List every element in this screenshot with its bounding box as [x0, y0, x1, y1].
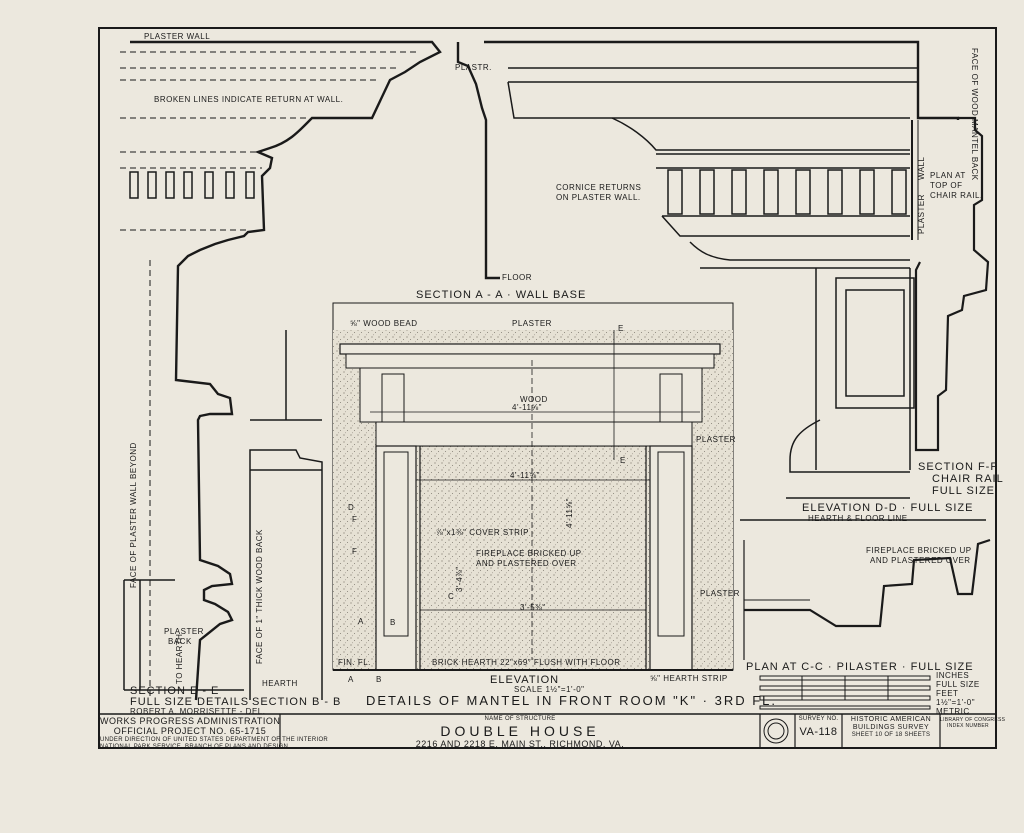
label-plaster-vert: PLASTER: [917, 194, 926, 234]
marker-f-1: F: [352, 515, 358, 524]
label-dim-4-11b: 4'-11⅝": [510, 471, 540, 480]
label-plaster-center: PLASTER: [512, 319, 552, 328]
elevation-d-d: [740, 277, 986, 521]
title-block-habs: HISTORIC AMERICAN BUILDINGS SURVEY SHEET…: [842, 716, 940, 739]
label-dim-4-11: 4'-11⅝": [512, 403, 542, 412]
marker-f-2: F: [352, 547, 358, 556]
wpa-line-2: OFFICIAL PROJECT NO. 65-1715: [113, 726, 267, 737]
marker-a-2: A: [348, 675, 354, 684]
dentils-left: [129, 171, 255, 199]
label-elevation-d: ELEVATION D-D · FULL SIZE: [802, 502, 974, 514]
label-brick-hearth: BRICK HEARTH 22"x69" FLUSH WITH FLOOR: [432, 658, 621, 667]
label-hearth-strip: ⅝" HEARTH STRIP: [650, 674, 728, 683]
label-broken-lines: BROKEN LINES INDICATE RETURN AT WALL.: [154, 95, 344, 104]
label-section-f-1: SECTION F-F: [918, 461, 999, 473]
label-section-b: SECTION B - B: [252, 696, 342, 708]
title-block-survey: SURVEY NO. VA-118: [795, 716, 842, 739]
wpa-line-3: UNDER DIRECTION OF UNITED STATES DEPARTM…: [100, 736, 329, 743]
plan-c-c: [743, 538, 991, 660]
label-face-plaster-wall: FACE OF PLASTER WALL BEYOND: [129, 442, 138, 588]
cornice-dashed-lines: [120, 51, 420, 700]
structure-name-label: NAME OF STRUCTURE: [484, 716, 556, 722]
label-inches: INCHES: [936, 671, 970, 680]
library-line-1: LIBRARY OF CONGRESS: [940, 717, 1006, 723]
label-section-a: SECTION A - A · WALL BASE: [416, 289, 587, 301]
section-e-e: [123, 579, 244, 691]
label-plaster-right: PLASTER: [696, 435, 736, 444]
label-floor: FLOOR: [502, 273, 533, 282]
label-fireplace-1: FIREPLACE BRICKED UP: [476, 549, 582, 558]
wpa-line-1: WORKS PROGRESS ADMINISTRATION: [100, 716, 281, 726]
label-dim-4-11v: 4'-11⅝": [565, 498, 574, 528]
label-elevation: ELEVATION: [490, 674, 560, 686]
label-full-size: FULL SIZE: [936, 680, 980, 689]
label-face-wood-mantel: FACE OF WOOD MANTEL BACK: [970, 48, 979, 181]
label-plan-c: PLAN AT C-C · PILASTER · FULL SIZE: [746, 661, 974, 673]
label-delineator: ROBERT A. MORRISETTE - DEL.: [130, 707, 266, 716]
habs-line-2: BUILDINGS SURVEY: [852, 724, 930, 732]
label-plaster-back-1: PLASTER: [164, 627, 204, 636]
title-block-structure: NAME OF STRUCTURE DOUBLE HOUSE 2216 AND …: [280, 716, 760, 749]
label-section-f-3: FULL SIZE: [932, 485, 995, 497]
label-to-hearth: TO HEARTH: [175, 633, 184, 684]
label-scale-1: 1½"=1'-0": [936, 698, 976, 707]
label-fireplace-2: AND PLASTERED OVER: [476, 559, 577, 568]
label-plaster-wall: PLASTER WALL: [144, 32, 211, 41]
wpa-line-4: NATIONAL PARK SERVICE, BRANCH OF PLANS A…: [100, 743, 289, 750]
label-fireplace-r2: AND PLASTERED OVER: [870, 556, 971, 565]
survey-number: VA-118: [799, 725, 838, 738]
section-b-b: [249, 330, 323, 700]
mantel-elevation: [332, 302, 734, 671]
scale-bars: [759, 675, 931, 710]
cornice-detail-right: [507, 67, 918, 470]
structure-address: 2216 AND 2218 E. MAIN ST., RICHMOND, VA.: [415, 738, 625, 749]
marker-d-1: D: [348, 503, 355, 512]
title-block-library: LIBRARY OF CONGRESS INDEX NUMBER: [940, 717, 1006, 730]
label-hearth: HEARTH: [262, 679, 298, 688]
label-plan-top-1: PLAN AT: [930, 171, 966, 180]
label-cornice-returns-1: CORNICE RETURNS: [556, 183, 642, 192]
label-plan-top-2: TOP OF: [930, 181, 963, 190]
label-cover-strip: ⅞"x1⅜" COVER STRIP: [436, 528, 529, 537]
label-metric: METRIC: [936, 707, 970, 716]
marker-b-2: B: [376, 675, 382, 684]
label-feet: FEET: [936, 689, 959, 698]
label-cornice-returns-2: ON PLASTER WALL.: [556, 193, 641, 202]
marker-a-1: A: [358, 617, 364, 626]
label-section-e: SECTION E - E: [130, 685, 220, 697]
label-fin-fl: FIN. FL.: [338, 658, 371, 667]
label-plan-top-3: CHAIR RAIL.: [930, 191, 983, 200]
structure-name: DOUBLE HOUSE: [440, 722, 600, 739]
dentils-right: [667, 169, 907, 215]
marker-b-1: B: [390, 618, 396, 627]
sheet-number: SHEET 10 OF 18 SHEETS: [851, 732, 931, 739]
mantel-dimension-lines: [370, 330, 700, 660]
section-f-f: [911, 116, 990, 452]
library-line-2: INDEX NUMBER: [947, 722, 989, 729]
label-wall: WALL: [917, 156, 926, 181]
label-section-f-2: CHAIR RAIL: [932, 473, 1004, 485]
marker-c-1: C: [448, 592, 455, 601]
marker-e-mid: E: [620, 456, 626, 465]
survey-label: SURVEY NO.: [798, 716, 839, 722]
label-dim-3-5: 3'-5⅜": [520, 603, 546, 612]
label-face-1-wood: FACE OF 1" THICK WOOD BACK: [255, 529, 264, 664]
label-full-size-details: FULL SIZE DETAILS: [130, 696, 250, 708]
label-plaster-top: PLASTR.: [455, 63, 492, 72]
label-plaster-back-2: BACK: [168, 637, 192, 646]
title-seal: [763, 718, 789, 744]
label-elevation-scale: SCALE 1½"=1'-0": [514, 685, 585, 694]
label-plaster-lower: PLASTER: [700, 589, 740, 598]
label-fireplace-r1: FIREPLACE BRICKED UP: [866, 546, 972, 555]
label-hearth-floor: HEARTH & FLOOR LINE: [808, 514, 908, 523]
sheet-border: [98, 27, 997, 749]
title-block-wpa: WORKS PROGRESS ADMINISTRATION OFFICIAL P…: [100, 716, 329, 750]
label-wood: WOOD: [520, 395, 548, 404]
marker-e-top: E: [618, 324, 624, 333]
label-dim-3-4: 3'-4⅞": [455, 566, 464, 592]
label-wood-bead: ⅝" WOOD BEAD: [350, 319, 418, 328]
drawing-title: DETAILS OF MANTEL IN FRONT ROOM "K" · 3R…: [366, 693, 778, 708]
habs-line-1: HISTORIC AMERICAN: [850, 716, 932, 723]
